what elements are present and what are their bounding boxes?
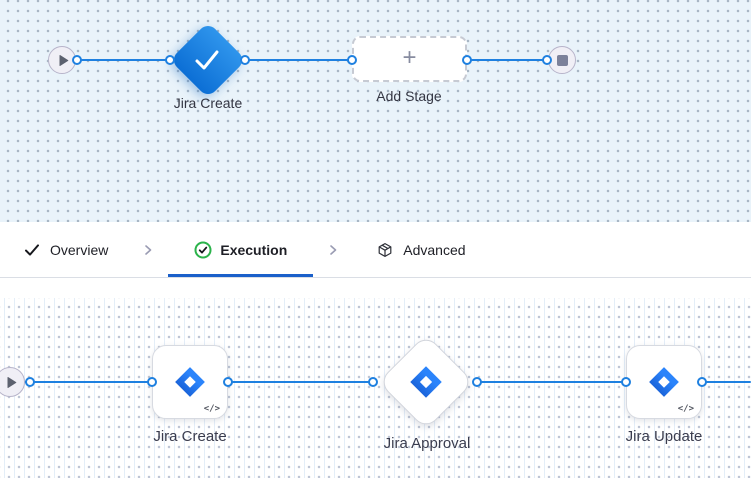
connector-edge [467, 59, 547, 61]
chevron-right-icon [327, 244, 339, 256]
add-stage-label: Add Stage [376, 88, 442, 104]
connector-edge [13, 381, 153, 383]
active-tab-underline [168, 274, 314, 277]
jira-icon [647, 365, 681, 399]
connector-port[interactable] [165, 55, 175, 65]
tab-label: Advanced [403, 241, 466, 258]
connector-port[interactable] [472, 377, 482, 387]
connector-port[interactable] [621, 377, 631, 387]
execution-start-node[interactable] [0, 367, 25, 397]
connector-edge [476, 381, 627, 383]
connector-port[interactable] [240, 55, 250, 65]
connector-edge [62, 59, 170, 61]
chevron-right-icon [142, 244, 154, 256]
connector-port[interactable] [72, 55, 82, 65]
connector-edge [245, 59, 352, 61]
code-badge: </> [677, 404, 694, 414]
stage-config-tabbar: Overview Execution [0, 222, 751, 278]
add-stage-button[interactable]: + [352, 36, 467, 82]
check-icon [194, 49, 220, 76]
canvas-dot-grid [0, 298, 751, 478]
execution-canvas[interactable]: </> Jira Create Jira Approval </> [0, 278, 751, 478]
tab-label: Execution [220, 241, 288, 258]
stage-pipeline-canvas[interactable]: Jira Create + Add Stage [0, 0, 751, 222]
connector-port[interactable] [368, 377, 378, 387]
play-icon [6, 376, 17, 389]
tab-advanced[interactable]: Advanced [377, 241, 466, 258]
tab-overview[interactable]: Overview [24, 242, 108, 258]
connector-port[interactable] [462, 55, 472, 65]
cube-icon [377, 242, 393, 258]
jira-icon [408, 364, 444, 400]
step-label: Jira Update [625, 428, 703, 445]
check-icon [24, 242, 40, 258]
code-badge: </> [203, 404, 220, 414]
connector-port[interactable] [223, 377, 233, 387]
tab-execution[interactable]: Execution [168, 222, 314, 277]
plus-icon: + [402, 44, 417, 71]
check-circle-icon [194, 241, 212, 259]
connector-port[interactable] [147, 377, 157, 387]
tab-label: Overview [50, 241, 109, 258]
jira-icon [173, 365, 207, 399]
connector-port[interactable] [347, 55, 357, 65]
stage-label: Jira Create [173, 95, 243, 111]
connector-edge [228, 381, 374, 383]
step-label: Jira Approval [383, 435, 471, 452]
step-label: Jira Create [153, 428, 227, 445]
pipeline-end-node[interactable] [548, 46, 576, 74]
play-icon [58, 54, 69, 67]
connector-port[interactable] [697, 377, 707, 387]
connector-port[interactable] [542, 55, 552, 65]
pipeline-start-node[interactable] [48, 46, 76, 74]
connector-port[interactable] [25, 377, 35, 387]
connector-edge [701, 381, 751, 383]
stop-icon [556, 54, 568, 66]
